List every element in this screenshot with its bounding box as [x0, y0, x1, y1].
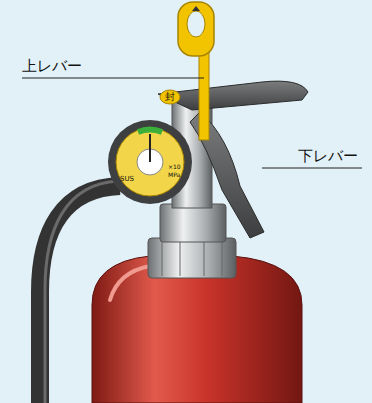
pin-hole [187, 11, 205, 37]
pin-arrow [192, 6, 200, 11]
part-label: 下レバー [298, 149, 358, 164]
rib [162, 240, 163, 276]
gauge-green-zone [138, 130, 162, 132]
gauge-text: ×10 [168, 164, 181, 170]
rib [222, 240, 223, 276]
seal-mark: 封 [165, 92, 175, 102]
gauge-face [116, 128, 184, 196]
safety-pin-ring [178, 2, 214, 56]
gauge-bezel [108, 120, 192, 204]
gauge-text: MPa [168, 172, 180, 178]
neck-collar [148, 238, 236, 278]
body-highlight [110, 266, 150, 300]
upper-lever [158, 81, 308, 110]
collar-ribs [162, 240, 222, 276]
seal-tab [160, 90, 180, 104]
rib [180, 240, 181, 276]
leader-line [22, 78, 204, 79]
rib [204, 240, 205, 276]
part-label: 上レバー [22, 59, 82, 74]
gauge-text: SUS [120, 176, 134, 183]
valve-nut [160, 204, 226, 242]
leader-line [262, 168, 362, 169]
gauge-needle [149, 134, 151, 162]
